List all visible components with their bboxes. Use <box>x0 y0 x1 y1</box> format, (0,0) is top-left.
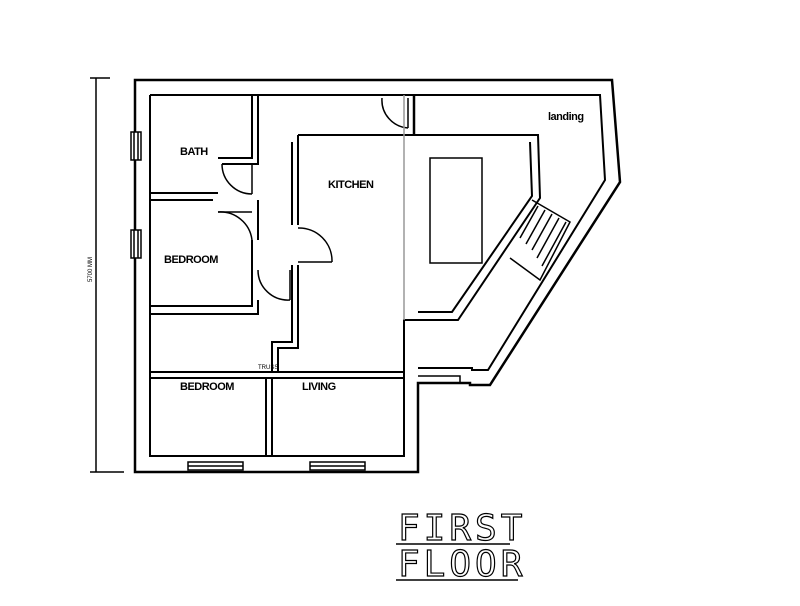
room-label-landing: landing <box>548 111 584 123</box>
title-line-1: FIRST <box>398 508 526 549</box>
room-label-bath: BATH <box>180 146 208 158</box>
kitchen-door-swing <box>297 227 333 263</box>
window-bottom-right <box>309 461 366 471</box>
title-line-2: FLOOR <box>398 544 526 585</box>
room-label-bedroom-upper: BEDROOM <box>164 254 218 266</box>
window-left-lower <box>130 229 142 259</box>
inner-wall <box>150 94 607 371</box>
window-left-upper <box>130 131 142 161</box>
window-bottom-left <box>187 461 244 471</box>
dimension-label-vertical: 5700 MM <box>88 257 94 282</box>
small-note-label: TRUSS <box>258 365 278 371</box>
lower-rooms-walls <box>150 371 404 456</box>
bath-door-swing <box>221 163 253 195</box>
staircase <box>509 199 571 282</box>
bedroom-upper-door-swing <box>217 211 253 241</box>
kitchen-walls <box>271 134 542 372</box>
outer-wall <box>133 78 622 474</box>
room-label-living: LIVING <box>302 381 336 393</box>
room-label-bedroom-lower: BEDROOM <box>180 381 234 393</box>
kitchen-island <box>429 157 483 264</box>
bathroom-walls <box>150 95 259 201</box>
dimension-line-vertical <box>90 77 124 473</box>
exterior-step <box>418 375 461 383</box>
hallway-door-swing <box>257 269 291 301</box>
bedroom-upper-walls <box>150 200 259 315</box>
inner-wall-left <box>149 95 418 457</box>
room-label-kitchen: KITCHEN <box>328 179 374 191</box>
